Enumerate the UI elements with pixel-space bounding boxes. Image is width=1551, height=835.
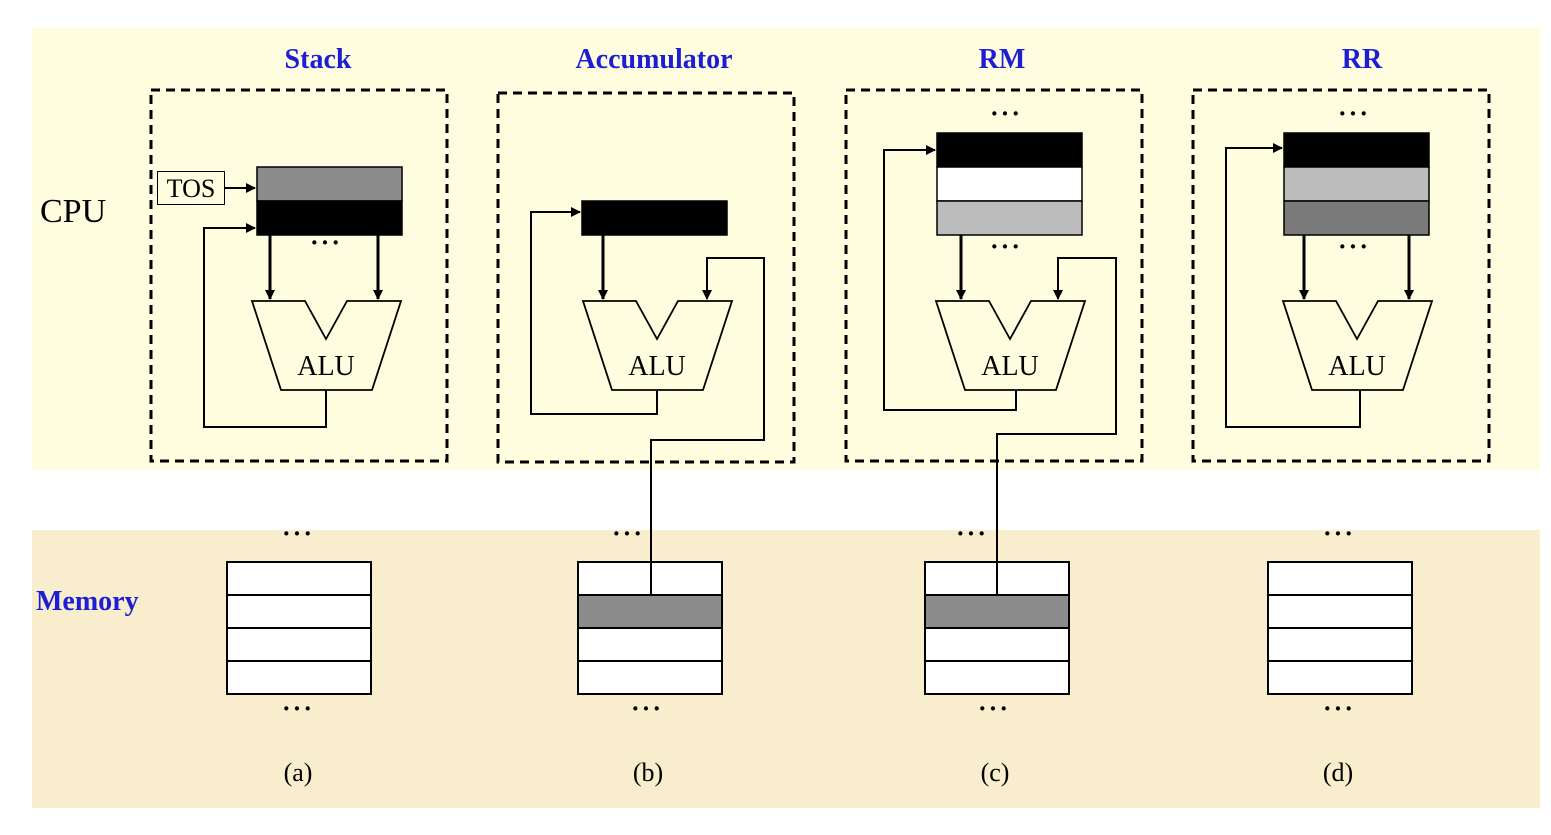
ellipsis-memory-c-top: ··· [955, 519, 989, 548]
ellipsis-memory-a-top: ··· [281, 519, 315, 548]
memory-block-b [577, 561, 723, 695]
tos-pointer-label: TOS [157, 171, 225, 205]
ellipsis-rr-registers-bottom: ··· [1337, 232, 1371, 261]
title-rr: RR [1341, 44, 1383, 75]
ellipsis-memory-d-bottom: ··· [1322, 694, 1356, 723]
cpu-region [32, 28, 1540, 470]
ellipsis-memory-b-bottom: ··· [630, 694, 664, 723]
rr-register-2 [1283, 166, 1430, 202]
rm-register-1 [936, 132, 1083, 168]
alu-shape-rr [1281, 300, 1434, 391]
caption-b: (b) [632, 758, 664, 787]
ellipsis-rm-registers-bottom: ··· [989, 232, 1023, 261]
cpu-box-rr [1191, 88, 1491, 463]
title-accumulator: Accumulator [575, 44, 733, 75]
caption-a: (a) [283, 758, 313, 787]
ellipsis-memory-c-bottom: ··· [977, 694, 1011, 723]
memory-block-d [1267, 561, 1413, 695]
memory-block-a [226, 561, 372, 695]
alu-shape-accumulator [581, 300, 734, 391]
rm-register-3 [936, 200, 1083, 236]
ellipsis-memory-a-bottom: ··· [281, 694, 315, 723]
caption-c: (c) [980, 758, 1010, 787]
rr-register-3 [1283, 200, 1430, 236]
caption-d: (d) [1322, 758, 1354, 787]
stack-register-top [256, 166, 403, 202]
ellipsis-memory-b-top: ··· [611, 519, 645, 548]
cpu-box-stack [149, 88, 449, 463]
ellipsis-rr-registers-top: ··· [1337, 99, 1371, 128]
rr-register-1 [1283, 132, 1430, 168]
accumulator-register [581, 200, 728, 236]
stack-register-second [256, 200, 403, 236]
ellipsis-memory-d-top: ··· [1322, 519, 1356, 548]
title-stack: Stack [284, 44, 352, 75]
alu-label-accumulator: ALU [628, 351, 686, 382]
alu-shape-rm [934, 300, 1087, 391]
title-rm: RM [978, 44, 1026, 75]
rm-register-2 [936, 166, 1083, 202]
ellipsis-rm-registers-top: ··· [989, 99, 1023, 128]
alu-shape-stack [250, 300, 403, 391]
cpu-box-rm [844, 88, 1144, 463]
ellipsis-stack-registers: ··· [309, 228, 343, 257]
cpu-label: CPU [40, 193, 107, 230]
cpu-box-accumulator [496, 91, 796, 464]
alu-label-rr: ALU [1328, 351, 1386, 382]
memory-block-c [924, 561, 1070, 695]
alu-label-stack: ALU [297, 351, 355, 382]
memory-label: Memory [36, 586, 139, 617]
alu-label-rm: ALU [981, 351, 1039, 382]
